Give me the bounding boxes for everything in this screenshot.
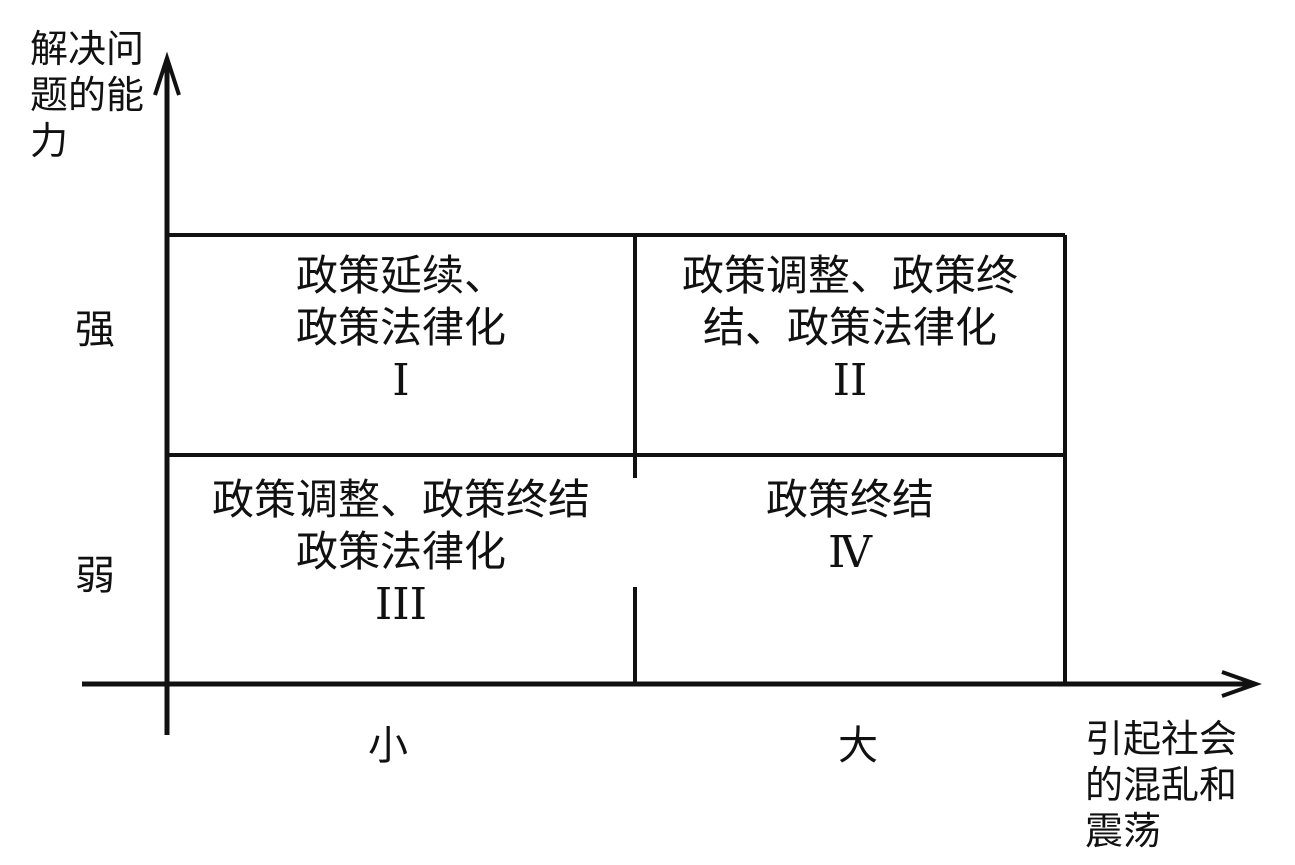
x-level-small: 小 [368, 723, 408, 769]
quadrant-2: 政策调整、政策终 结、政策法律化 II [638, 250, 1062, 408]
y-axis-title-line-2: 题的能 [30, 73, 145, 117]
y-axis-title: 解决问 题的能 力 [30, 26, 144, 164]
y-level-weak: 弱 [75, 553, 115, 599]
y-level-strong: 强 [75, 307, 115, 353]
quadrant-1: 政策延续、 政策法律化 I [170, 250, 632, 408]
x-axis-title-line-1: 引起社会 [1085, 717, 1238, 761]
x-axis-title: 引起社会 的混乱和 震荡 [1085, 716, 1237, 854]
quadrant-3-line-1: 政策调整、政策终结 [211, 475, 590, 524]
quadrant-3-numeral: III [374, 579, 428, 630]
y-axis-title-line-3: 力 [30, 119, 69, 163]
y-axis-arrowhead [153, 51, 181, 96]
quadrant-3-line-2: 政策法律化 [295, 527, 506, 576]
y-axis-title-line-1: 解决问 [30, 27, 145, 71]
quadrant-4: 政策终结 Ⅳ [638, 474, 1062, 580]
quadrant-2-line-1: 政策调整、政策终 [681, 251, 1018, 300]
x-level-large: 大 [838, 723, 878, 769]
x-axis-title-line-2: 的混乱和 [1085, 763, 1238, 807]
quadrant-1-numeral: I [392, 355, 410, 406]
x-axis-arrowhead [1221, 670, 1263, 698]
quadrant-4-line-1: 政策终结 [765, 475, 934, 524]
x-axis-title-line-3: 震荡 [1085, 809, 1162, 853]
quadrant-2-numeral: II [832, 355, 868, 406]
quadrant-3: 政策调整、政策终结 政策法律化 III [170, 474, 632, 632]
quadrant-2-line-2: 结、政策法律化 [702, 303, 997, 352]
quadrant-4-numeral: Ⅳ [828, 527, 872, 578]
quadrant-1-line-2: 政策法律化 [295, 303, 506, 352]
quadrant-1-line-1: 政策延续、 [295, 251, 506, 300]
